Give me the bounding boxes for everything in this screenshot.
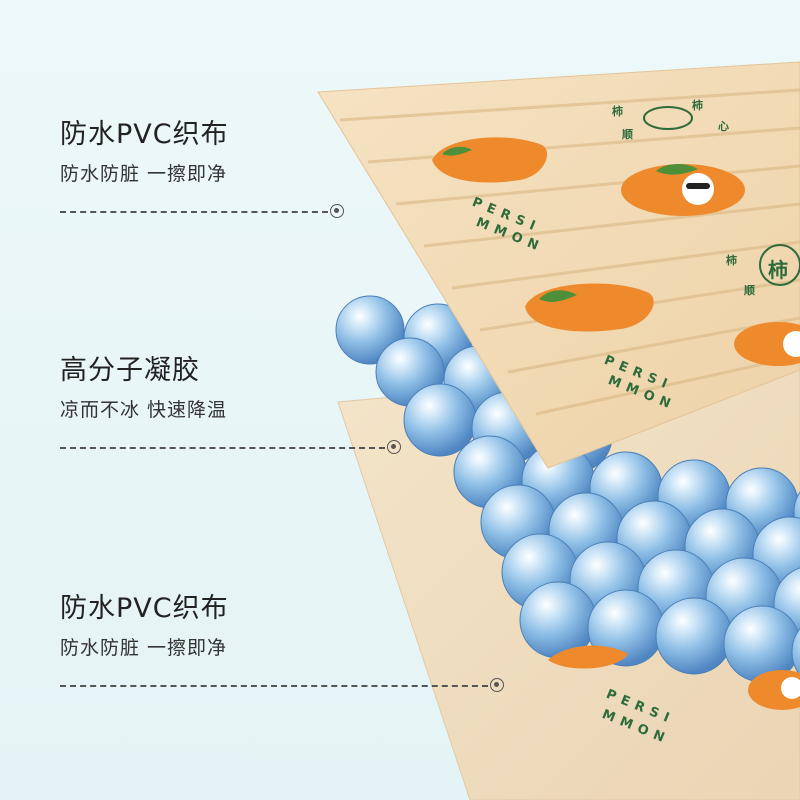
leader-line-middle [60,447,385,449]
logo-char-5: 柿 [726,254,737,267]
brand-stamp-char: 柿 [768,258,788,282]
leader-line-top [60,211,328,213]
leader-line-bottom [60,685,488,687]
gel-beads-layer [335,295,800,683]
layer-title-middle: 高分子凝胶 [60,355,200,386]
logo-char-2: 柿 [692,99,703,112]
layer-label-middle: 高分子凝胶 凉而不冰 快速降温 [60,348,227,422]
gel-bead [791,627,800,677]
logo-char-4: 心 [718,120,729,133]
leader-dot-middle [387,440,401,454]
pad-ridge [339,88,800,122]
layer-subtitle-bottom: 防水防脏 一擦即净 [60,637,228,659]
logo-char-3: 顺 [622,128,633,141]
layer-label-bottom: 防水PVC织布 防水防脏 一擦即净 [60,586,229,660]
leader-dot-top [330,204,344,218]
persimmon-print-3 [621,164,745,216]
layer-subtitle-middle: 凉而不冰 快速降温 [60,399,228,421]
persimmon-print-5 [548,645,628,669]
leader-dot-bottom [490,678,504,692]
persimmon-print-6 [748,670,800,710]
pad-ridge [423,202,800,248]
logo-char-1: 柿 [612,105,623,118]
brand-stamp-2 [759,244,800,286]
gel-bead [655,597,733,675]
persimmon-print-1 [432,137,548,183]
logo-char-6: 顺 [744,284,755,297]
pad-ridge [395,164,800,206]
layer-label-top: 防水PVC织布 防水防脏 一擦即净 [60,112,229,186]
gel-bead [403,383,477,457]
persimmon-print-4 [734,322,800,366]
pad-ridge [535,354,800,416]
layer-title-bottom: 防水PVC织布 [60,593,229,624]
layer-title-top: 防水PVC织布 [60,119,229,150]
persimmon-print-2 [525,283,654,332]
brand-stamp-1 [643,106,693,130]
pad-ridge [451,240,800,290]
layer-subtitle-top: 防水防脏 一擦即净 [60,163,228,185]
